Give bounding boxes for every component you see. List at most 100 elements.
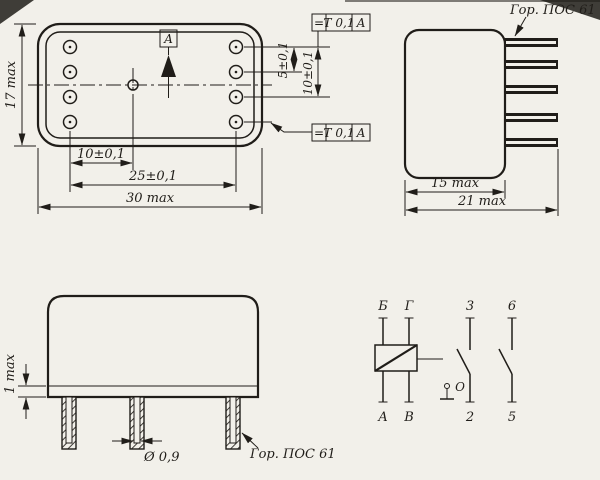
pin-hole — [228, 114, 244, 130]
solder-note-text: Гор. ПОС 61 — [249, 447, 336, 462]
top-view: А 17 max 10±0,1 25±0,1 30 — [4, 13, 371, 214]
common-node — [444, 383, 450, 389]
pin-center — [68, 120, 72, 124]
dim-row-gap-text: 5±0,1 — [276, 42, 290, 79]
relay-body-front — [46, 294, 260, 399]
terminal-label: А — [377, 410, 388, 425]
scan-artifact — [0, 0, 34, 24]
scan-artifact — [540, 0, 600, 20]
terminal-label: В — [403, 410, 414, 425]
dim-width: 30 max — [37, 148, 263, 214]
dim-pin-diameter-text: Ø 0,9 — [143, 450, 179, 465]
pin-center — [68, 95, 72, 99]
pin-socket-bore — [133, 396, 141, 444]
dim-pin-diameter: Ø 0,9 — [112, 437, 179, 465]
pin-hole — [228, 39, 244, 55]
pin-hole — [62, 64, 78, 80]
dim-lip-text: 1 max — [3, 353, 18, 393]
coil-diagonal — [374, 344, 418, 372]
dim-overall-depth-text: 21 max — [457, 194, 507, 209]
dim-overall-depth: 21 max — [405, 149, 559, 216]
terminal-label: 3 — [466, 299, 474, 314]
terminal-label: 6 — [508, 299, 516, 314]
pin-socket — [129, 396, 145, 450]
tolerance-datum: А — [355, 16, 365, 30]
side-view: Гор. ПОС 61 15 max 21 max — [403, 3, 596, 216]
schematic: О Б Г 3 6 А В 2 5 — [374, 299, 517, 425]
relay-body-inner-outline — [45, 31, 255, 139]
front-solder-note: Гор. ПОС 61 — [241, 432, 336, 462]
dim-pin-offset: 10±0,1 — [69, 102, 134, 192]
solder-note-text: Гор. ПОС 61 — [509, 3, 596, 18]
dim-pin-span: 25±0,1 — [70, 131, 237, 192]
front-view: 1 max Ø 0,9 Гор. ПОС 61 — [3, 294, 336, 465]
pin-stripe — [506, 141, 556, 144]
pin-stripe — [506, 63, 556, 66]
center-hole — [127, 79, 139, 91]
dim-lip: 1 max — [3, 353, 46, 419]
pin-hole — [62, 89, 78, 105]
tolerance-frame — [311, 13, 371, 32]
pin-socket-bore — [65, 396, 73, 444]
terminal-label: Г — [404, 299, 414, 314]
pin-stripe — [506, 41, 556, 44]
dim-row-span-text: 10±0,1 — [301, 51, 315, 95]
pin — [505, 60, 558, 69]
pin — [505, 85, 558, 94]
contact-blade — [456, 348, 471, 375]
pin-center — [68, 45, 72, 49]
pin-center — [68, 70, 72, 74]
side-pins — [505, 38, 558, 147]
pin-center — [234, 70, 238, 74]
tolerance-leader — [270, 122, 312, 133]
datum-triangle — [161, 55, 176, 77]
pin-hole — [228, 64, 244, 80]
dim-row-span: 10±0,1 — [244, 47, 330, 98]
dim-pin-span-text: 25±0,1 — [128, 169, 177, 184]
coil-terminals — [378, 317, 414, 403]
pin-center — [234, 95, 238, 99]
dim-height: 17 max — [4, 23, 36, 147]
terminal-label: 2 — [465, 410, 474, 425]
relay-body-side — [403, 28, 507, 180]
dim-body-depth: 15 max — [404, 176, 506, 216]
pin — [505, 138, 558, 147]
solder-note-leader — [514, 16, 527, 37]
dim-height-text: 17 max — [4, 60, 19, 109]
pin — [505, 38, 558, 47]
front-pins — [61, 396, 241, 450]
terminal-label: 5 — [508, 410, 516, 425]
tolerance-frame — [311, 123, 371, 142]
pin-socket — [61, 396, 77, 450]
dim-width-text: 30 max — [126, 191, 175, 206]
tolerance-value: Т 0,1 — [324, 16, 355, 30]
terminal-label: Б — [377, 299, 388, 314]
pin-center — [234, 45, 238, 49]
dim-pin-offset-text: 10±0,1 — [77, 147, 125, 162]
contact-blade — [498, 348, 513, 375]
dim-row-gap: 5±0,1 — [244, 42, 330, 79]
pin-socket-bore — [229, 396, 237, 444]
pin-hole — [62, 114, 78, 130]
pin-stripe — [506, 116, 556, 119]
contact-group — [456, 317, 475, 403]
pin-socket — [225, 396, 241, 450]
contact-group — [498, 317, 517, 403]
dim-body-depth-text: 15 max — [431, 176, 480, 191]
pin-center — [234, 120, 238, 124]
coil-symbol — [374, 344, 418, 372]
tolerance-frame-right: = Т 0,1 А — [244, 121, 371, 142]
pin — [505, 113, 558, 122]
datum-a-label: А — [163, 32, 173, 46]
pin-stripe — [506, 88, 556, 91]
solder-note-leader — [241, 432, 259, 449]
common-terminal: О — [440, 380, 465, 400]
pin-hole — [62, 39, 78, 55]
tolerance-symbol: = — [314, 126, 324, 140]
common-terminal-label: О — [455, 380, 465, 394]
datum-a: А — [159, 29, 178, 98]
tolerance-frame-top: = Т 0,1 А — [311, 13, 371, 47]
tolerance-symbol: = — [314, 16, 324, 30]
